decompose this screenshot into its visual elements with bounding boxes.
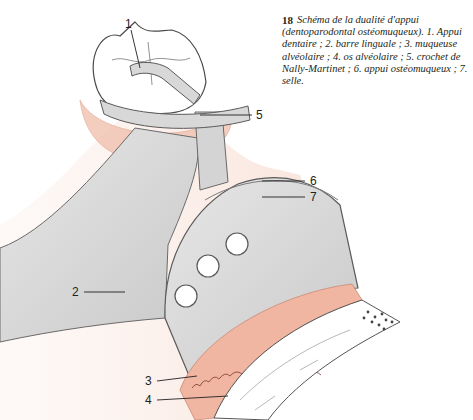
saddle-edge bbox=[205, 180, 338, 200]
nally-martinet-clasp bbox=[100, 100, 250, 128]
callout-number: 2 bbox=[72, 285, 79, 299]
figure-caption: Schéma de la dualité d'appui (dentoparod… bbox=[282, 14, 468, 87]
retention-holes bbox=[175, 233, 248, 307]
leader-lines bbox=[84, 30, 305, 400]
molar-crown bbox=[93, 22, 206, 114]
callout-number: 6 bbox=[310, 174, 317, 188]
alveolar-bone bbox=[214, 300, 400, 420]
callout-number: 3 bbox=[145, 374, 152, 388]
callout-number: 5 bbox=[256, 108, 263, 122]
callout-number: 1 bbox=[125, 17, 132, 31]
callout-number: 4 bbox=[145, 393, 152, 407]
occlusal-rest bbox=[130, 62, 200, 104]
figure-number: 18 bbox=[282, 14, 293, 26]
bone-texture bbox=[240, 330, 350, 410]
callout-number: 7 bbox=[310, 190, 317, 204]
spongy-bone bbox=[363, 311, 394, 331]
